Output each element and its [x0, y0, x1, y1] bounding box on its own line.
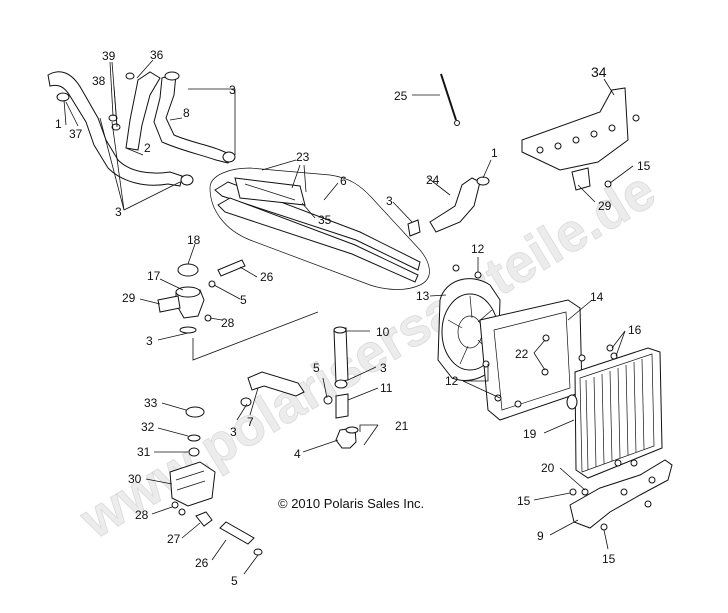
callout-22: 22 [515, 347, 529, 361]
callout-5-bottom: 5 [231, 574, 238, 588]
callout-10: 10 [376, 325, 390, 339]
callout-26-bottom: 26 [195, 556, 209, 570]
callout-15-bottom: 15 [602, 552, 616, 566]
callout-7: 7 [247, 415, 254, 429]
coolant-pipe-assembly [209, 167, 430, 290]
callout-31: 31 [137, 445, 151, 459]
tube-parts [219, 521, 263, 556]
leader-lines [63, 59, 634, 575]
callout-3-lower: 3 [230, 425, 237, 439]
callout-29-right: 29 [598, 199, 612, 213]
callout-3-upper-left: 3 [115, 205, 122, 219]
callout-21: 21 [395, 419, 409, 433]
callout-19: 19 [523, 427, 537, 441]
callout-23: 23 [296, 150, 310, 164]
lower-hoses [240, 326, 359, 449]
callout-36: 36 [150, 48, 164, 62]
callout-3-mid: 3 [386, 194, 393, 208]
callout-4: 4 [294, 447, 301, 461]
part-25-rod [440, 73, 460, 126]
callout-35: 35 [318, 213, 332, 227]
callout-2: 2 [144, 141, 151, 155]
part-9-bracket [569, 459, 673, 531]
radiator [566, 344, 663, 479]
callout-24: 24 [426, 173, 440, 187]
callout-3-top: 3 [229, 83, 236, 97]
callout-1-left: 1 [55, 117, 62, 131]
callout-28-top: 28 [221, 316, 235, 330]
upper-hoses [47, 71, 236, 187]
callout-37: 37 [69, 127, 83, 141]
callout-30: 30 [128, 472, 142, 486]
copyright-notice: © 2010 Polaris Sales Inc. [278, 496, 424, 511]
callout-32: 32 [141, 420, 155, 434]
callout-20: 20 [541, 461, 555, 475]
callout-25: 25 [394, 89, 408, 103]
shroud-frame [479, 299, 583, 421]
callout-5-top: 5 [240, 293, 247, 307]
callout-labels: 1 37 38 39 36 2 3 8 3 23 35 6 3 25 1 24 … [55, 48, 651, 588]
callout-1-right: 1 [491, 146, 498, 160]
callout-12-top: 12 [471, 242, 485, 256]
filler-neck [157, 259, 246, 334]
coolant-reservoir [169, 406, 216, 527]
callout-12-bottom: 12 [445, 374, 459, 388]
callout-18: 18 [187, 233, 201, 247]
part-24-hose [407, 176, 490, 279]
callout-34: 34 [591, 64, 607, 80]
callout-15-middle: 15 [517, 494, 531, 508]
callout-33: 33 [144, 396, 158, 410]
callout-5-mid: 5 [313, 361, 320, 375]
callout-38: 38 [92, 74, 106, 88]
callout-39: 39 [102, 49, 116, 63]
callout-17: 17 [147, 269, 161, 283]
callout-14: 14 [590, 290, 604, 304]
callout-29-left: 29 [122, 291, 136, 305]
part-34-bracket [521, 87, 640, 191]
callout-8: 8 [183, 106, 190, 120]
callout-28-bottom: 28 [135, 508, 149, 522]
callout-6: 6 [340, 174, 347, 188]
callout-26-top: 26 [260, 270, 274, 284]
callout-3-center: 3 [380, 361, 387, 375]
callout-27: 27 [167, 532, 181, 546]
callout-15-top: 15 [637, 159, 651, 173]
callout-3-left: 3 [146, 334, 153, 348]
callout-9: 9 [537, 529, 544, 543]
callout-16: 16 [628, 323, 642, 337]
callout-11: 11 [380, 381, 393, 395]
callout-13: 13 [416, 289, 430, 303]
